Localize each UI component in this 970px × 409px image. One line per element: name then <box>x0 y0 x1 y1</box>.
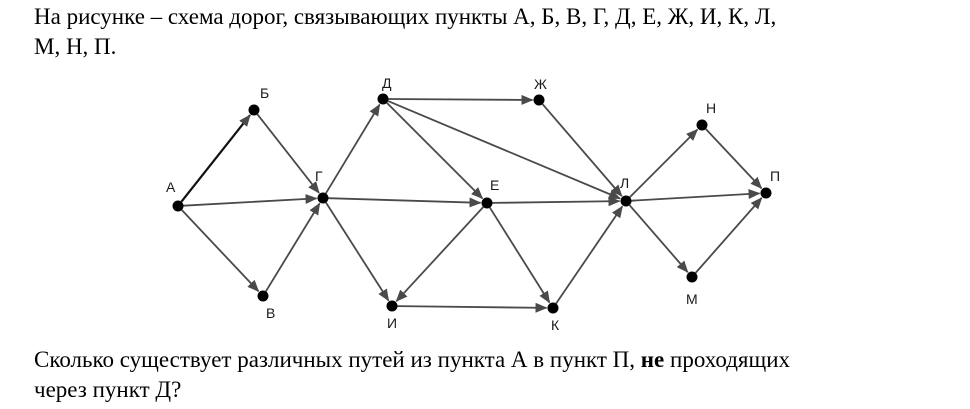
edge-l-p <box>631 189 761 202</box>
node-label-g: Г <box>315 168 323 184</box>
node-label-a: А <box>166 179 176 195</box>
edge-d-zh <box>388 94 534 105</box>
node-label-p: П <box>770 168 780 184</box>
node-label-e: Е <box>490 177 499 193</box>
intro-line-2: М, Н, П. <box>34 34 117 59</box>
node-label-zh: Ж <box>534 76 547 92</box>
node-label-b: Б <box>260 85 269 101</box>
node-label-l: Л <box>620 175 629 191</box>
node-p <box>760 187 772 199</box>
edge-g-e <box>328 197 482 208</box>
edge-i-k <box>397 302 548 313</box>
question-before: Сколько существует различных путей из пу… <box>34 347 641 372</box>
question-line-2: через пункт Д? <box>34 377 182 402</box>
node-e <box>481 197 493 209</box>
edge-zh-l <box>541 103 623 197</box>
node-a <box>172 200 184 212</box>
question-emphasis: не <box>640 347 665 372</box>
node-m <box>686 271 698 283</box>
node-i <box>386 300 398 312</box>
edge-e-l <box>492 196 621 207</box>
node-label-d: Д <box>382 75 392 91</box>
node-v <box>257 290 269 302</box>
edge-e-k <box>489 207 551 304</box>
node-label-k: К <box>551 317 560 333</box>
node-d <box>377 93 389 105</box>
edge-l-m <box>628 204 689 273</box>
edge-n-p <box>705 128 763 190</box>
node-b <box>248 104 260 116</box>
edge-a-g <box>183 194 318 207</box>
edge-d-l <box>387 100 621 200</box>
edges-layer <box>180 94 763 313</box>
edge-e-i <box>395 206 484 302</box>
node-zh <box>533 94 545 106</box>
node-n <box>696 119 708 131</box>
node-label-v: В <box>266 305 275 321</box>
node-k <box>547 302 559 314</box>
edge-a-b <box>180 114 251 203</box>
node-label-i: И <box>387 315 397 331</box>
nodes-layer <box>172 93 772 314</box>
edge-v-g <box>265 202 321 292</box>
problem-intro: На рисунке – схема дорог, связывающих пу… <box>34 2 934 62</box>
node-label-n: Н <box>706 100 716 116</box>
edge-b-g <box>256 113 320 194</box>
node-l <box>620 195 632 207</box>
edge-g-i <box>325 202 390 302</box>
node-g <box>317 192 329 204</box>
edge-a-v <box>181 209 260 293</box>
question-after: проходящих <box>664 347 791 372</box>
labels-layer: А Б В Г Д Е Ж И К Л М Н П <box>166 75 780 333</box>
node-label-m: М <box>686 291 698 307</box>
intro-line-1: На рисунке – схема дорог, связывающих пу… <box>34 4 777 29</box>
edge-m-p <box>694 197 763 274</box>
edge-l-n <box>629 128 699 198</box>
edge-g-d <box>325 103 381 194</box>
edge-d-e <box>386 102 484 200</box>
question-text: Сколько существует различных путей из пу… <box>34 345 934 405</box>
edge-k-l <box>555 205 624 305</box>
